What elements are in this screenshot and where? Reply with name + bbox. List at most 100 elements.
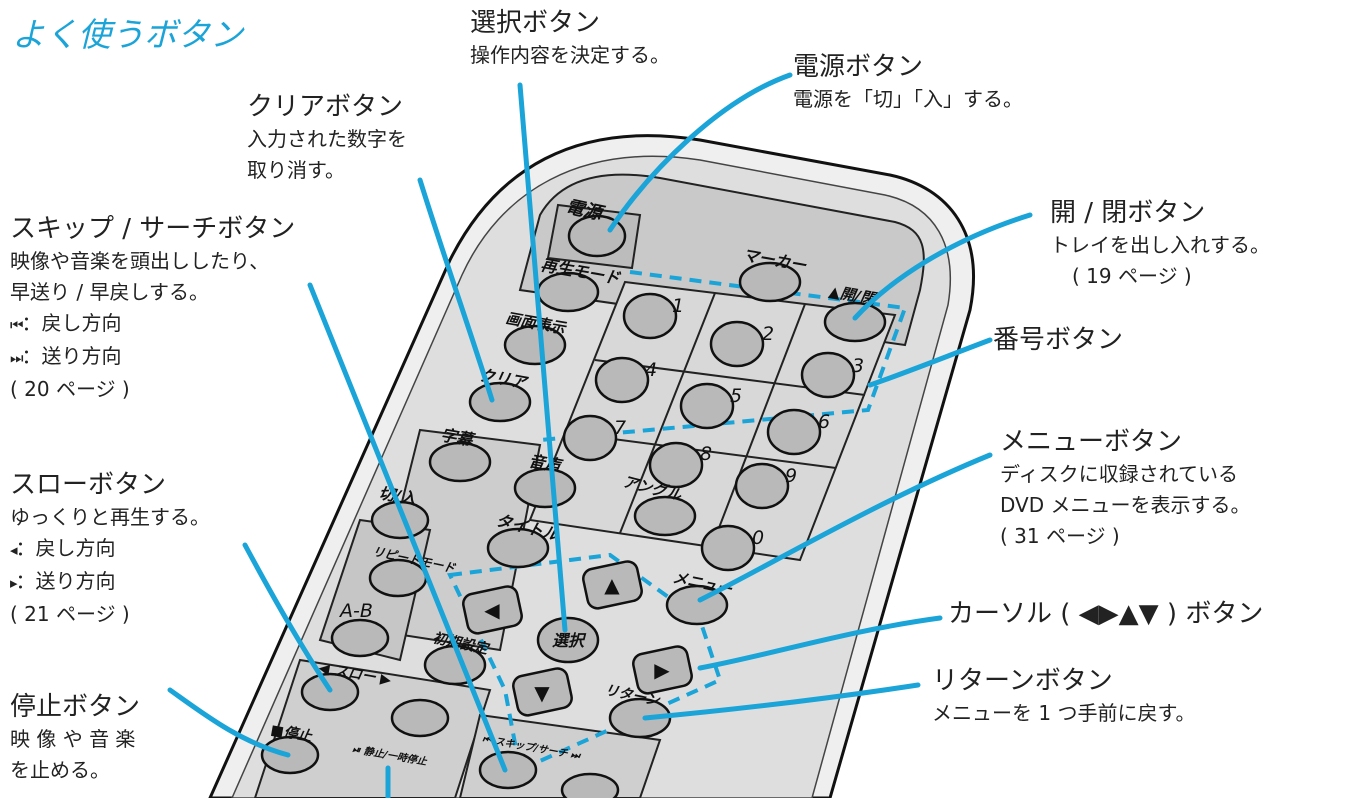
digit-6-button[interactable] xyxy=(766,408,822,456)
menu-page-ref: ( 31 ページ ) xyxy=(1000,524,1120,548)
angle-button[interactable] xyxy=(633,495,697,537)
power-desc: 電源を「切」「入」する。 xyxy=(793,87,1023,111)
clear-button[interactable] xyxy=(468,381,532,423)
cursor-title: カーソル ( ◀▶▲▼ ) ボタン xyxy=(948,599,1264,629)
slow-back-text: ：戻し方向 xyxy=(15,536,116,560)
slow-back-icon: ◂ xyxy=(10,541,17,559)
skip-back-button[interactable] xyxy=(478,750,538,790)
return-title: リターンボタン xyxy=(932,666,1113,696)
cursor-left-button[interactable] xyxy=(461,585,523,636)
open-close-title: 開 / 閉ボタン xyxy=(1050,198,1206,228)
number-leader-line xyxy=(867,337,993,388)
cursor-right-button[interactable] xyxy=(631,645,693,696)
return-desc: メニューを 1 つ手前に戻す。 xyxy=(932,701,1196,725)
clear-desc-1: 入力された数字を xyxy=(247,127,407,151)
slow-title: スローボタン xyxy=(10,470,167,500)
clear-leader-line xyxy=(417,177,495,403)
return-leader-line xyxy=(642,682,921,721)
digit-8-label: 8 xyxy=(700,443,712,465)
page-title: よく使うボタン xyxy=(12,15,243,54)
on-off-button[interactable] xyxy=(370,500,430,540)
skip-page-ref: ( 20 ページ ) xyxy=(10,377,130,401)
digit-3-label: 3 xyxy=(852,355,864,377)
clear-desc-2: 取り消す。 xyxy=(247,158,345,182)
menu-desc-1: ディスクに収録されている xyxy=(1000,462,1238,486)
stop-callout: 停止ボタン 映 像 や 音 楽 を止める。 xyxy=(10,690,140,786)
digit-7-button[interactable] xyxy=(562,414,618,462)
slow-page-ref: ( 21 ページ ) xyxy=(10,602,130,626)
cursor-down-icon: ▼ xyxy=(534,681,550,705)
select-title: 選択ボタン xyxy=(470,8,601,38)
digit-0-button[interactable] xyxy=(700,524,756,572)
display-button[interactable] xyxy=(503,324,567,366)
open-close-callout: 開 / 閉ボタン トレイを出し入れする。 ( 19 ページ ) xyxy=(1050,196,1270,292)
digit-3-button[interactable] xyxy=(800,351,856,399)
stop-desc-2: を止める。 xyxy=(10,758,110,782)
slow-forward-button[interactable] xyxy=(390,698,450,738)
digit-5-button[interactable] xyxy=(679,382,735,430)
digit-9-button[interactable] xyxy=(734,462,790,510)
digit-6-label: 6 xyxy=(818,411,830,433)
slow-desc: ゆっくりと再生する。 xyxy=(10,505,210,529)
select-callout: 選択ボタン 操作内容を決定する。 xyxy=(470,6,670,71)
select-leader-line xyxy=(517,82,568,633)
number-callout: 番号ボタン xyxy=(993,323,1123,357)
slow-forward-text: ：送り方向 xyxy=(15,569,116,593)
skip-forward-button[interactable] xyxy=(560,772,620,798)
audio-button[interactable] xyxy=(513,467,577,509)
open-close-page-ref: ( 19 ページ ) xyxy=(1072,264,1192,288)
digit-1-button[interactable] xyxy=(622,292,678,340)
menu-desc-2: DVD メニューを表示する。 xyxy=(1000,493,1251,517)
power-leader-line xyxy=(607,72,793,233)
remote-select-label: 選択 xyxy=(552,631,587,650)
subtitle-button[interactable] xyxy=(428,441,492,483)
cursor-leader-line xyxy=(697,615,943,671)
open-close-button[interactable] xyxy=(823,301,887,343)
digit-4-label: 4 xyxy=(645,359,657,381)
power-callout: 電源ボタン 電源を「切」「入」する。 xyxy=(793,50,1023,115)
digit-9-label: 9 xyxy=(785,465,797,487)
menu-leader-line xyxy=(697,452,993,603)
skip-forward-text: ：送り方向 xyxy=(21,344,122,368)
cursor-callout: カーソル ( ◀▶▲▼ ) ボタン xyxy=(948,597,1263,631)
stop-leader-line xyxy=(167,687,291,758)
digit-2-label: 2 xyxy=(762,323,774,345)
cursor-up-button[interactable] xyxy=(581,560,643,611)
number-title: 番号ボタン xyxy=(993,325,1124,355)
slow-leader-line xyxy=(242,542,333,693)
digit-5-label: 5 xyxy=(730,385,742,407)
ab-button[interactable] xyxy=(330,618,390,658)
cursor-left-icon: ◀ xyxy=(484,598,500,622)
open-close-leader-line xyxy=(852,212,1033,321)
cursor-down-button[interactable] xyxy=(511,667,573,718)
select-button[interactable] xyxy=(536,616,600,664)
digit-0-label: 0 xyxy=(752,527,764,549)
skip-desc-1: 映像や音楽を頭出ししたり、 xyxy=(10,249,270,273)
skip-back-text: ：戻し方向 xyxy=(21,311,122,335)
digit-7-label: 7 xyxy=(614,417,626,439)
skip-callout: スキップ / サーチボタン 映像や音楽を頭出ししたり、 早送り / 早戻しする。… xyxy=(10,212,295,405)
clear-title: クリアボタン xyxy=(247,92,404,122)
remote-ab-label: A-B xyxy=(338,600,373,622)
menu-title: メニューボタン xyxy=(1000,427,1183,457)
skip-leader-line xyxy=(307,282,508,773)
callout-lines xyxy=(167,72,1033,798)
title-button[interactable] xyxy=(486,527,550,569)
marker-button[interactable] xyxy=(738,261,802,303)
slow-callout: スローボタン ゆっくりと再生する。 ◂：戻し方向 ▸：送り方向 ( 21 ページ… xyxy=(10,468,210,630)
digit-1-label: 1 xyxy=(672,295,684,317)
select-desc: 操作内容を決定する。 xyxy=(470,43,670,67)
cursor-right-icon: ▶ xyxy=(654,658,670,682)
clear-callout: クリアボタン 入力された数字を 取り消す。 xyxy=(247,90,407,186)
cursor-up-icon: ▲ xyxy=(604,573,620,597)
skip-title: スキップ / サーチボタン xyxy=(10,214,296,244)
skip-back-icon: ⏮ xyxy=(10,316,23,334)
cursor-group-outline xyxy=(446,552,723,773)
digit-4-button[interactable] xyxy=(594,356,650,404)
digit-8-button[interactable] xyxy=(648,441,704,489)
open-close-desc: トレイを出し入れする。 xyxy=(1050,233,1270,257)
power-title: 電源ボタン xyxy=(793,52,924,82)
slow-forward-icon: ▸ xyxy=(10,574,17,592)
digit-2-button[interactable] xyxy=(709,320,765,368)
